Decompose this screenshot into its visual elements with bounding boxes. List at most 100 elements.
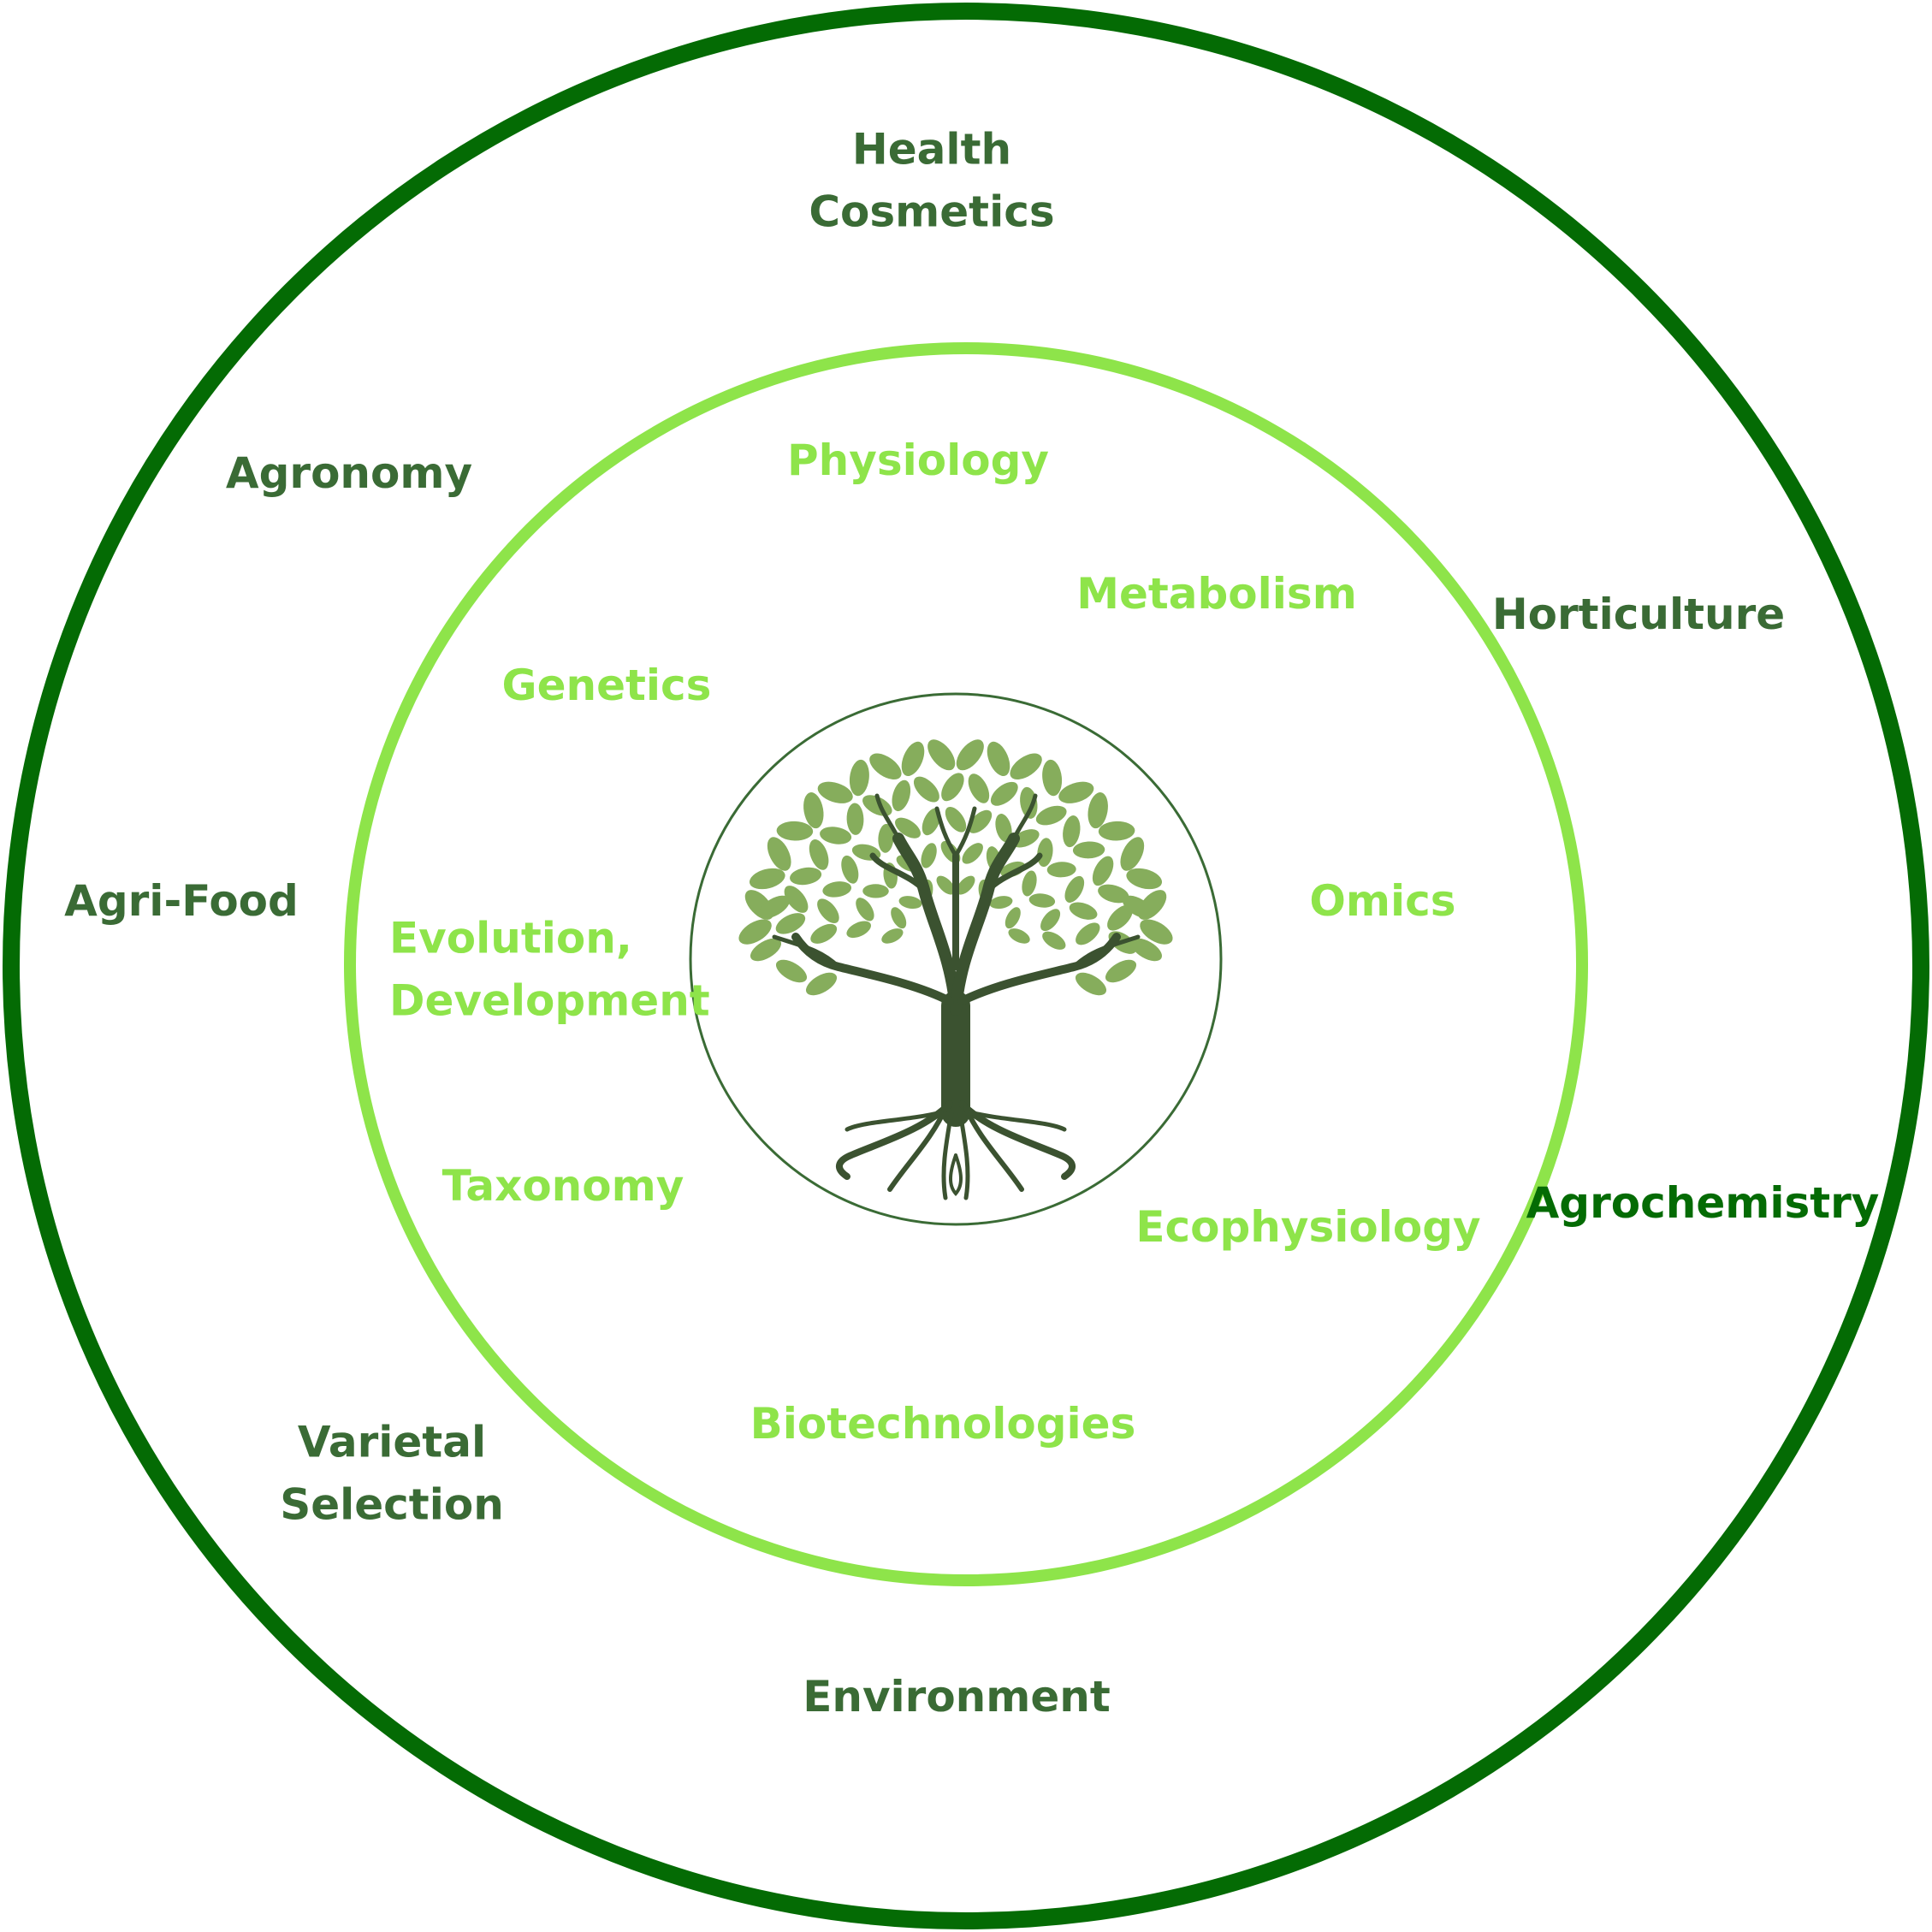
tree-leaf: [1076, 922, 1100, 945]
tree-leaf: [962, 843, 983, 864]
tree-leaf: [895, 817, 921, 839]
tree-leaf: [775, 959, 808, 983]
tree-leaf: [750, 938, 782, 962]
tree-leaf: [892, 779, 911, 812]
tree-leaf: [1092, 856, 1114, 886]
tree-leaf: [1107, 904, 1133, 931]
tree-leaf: [1069, 902, 1098, 920]
tree-leaf: [1042, 931, 1066, 950]
tree-leaf: [1126, 868, 1163, 890]
tree-leaf: [809, 839, 829, 870]
label-ecophysiology: Ecophysiology: [1135, 1201, 1481, 1252]
tree-leaf: [856, 898, 874, 922]
tree-roots: [836, 1100, 1076, 1200]
label-agri-food: Agri-Food: [64, 875, 299, 926]
tree-leaf: [1105, 959, 1137, 983]
tree-leaf: [968, 773, 990, 803]
tree-leaf: [1010, 753, 1042, 780]
tree-leaf: [869, 753, 902, 780]
tree-leaf: [927, 739, 956, 771]
tree-leaf: [758, 895, 791, 919]
label-physiology: Physiology: [787, 435, 1049, 485]
tree-leaf: [968, 809, 993, 833]
tree-leaf: [1075, 972, 1107, 996]
label-health: Health: [851, 124, 1012, 175]
tree-leaf: [987, 741, 1010, 777]
tree-leaf: [898, 896, 922, 910]
tree-leaf: [921, 843, 937, 868]
label-evolution-development: Evolution, Development: [389, 908, 710, 1032]
tree-leaf: [956, 875, 975, 895]
label-genetics: Genetics: [501, 660, 712, 710]
tree-leaf: [846, 803, 864, 835]
tree-leaf: [784, 886, 809, 913]
tree-leaf: [1064, 875, 1085, 903]
tree-leaf: [901, 741, 925, 777]
tree-leaf: [849, 759, 869, 797]
tree-leaf: [956, 739, 984, 771]
label-health-cosmetics: Health Cosmetics: [809, 119, 1054, 243]
tree-leaf: [862, 884, 889, 898]
tree-leaf: [805, 972, 838, 996]
label-omics: Omics: [1309, 875, 1456, 926]
tree-leaf: [846, 921, 871, 939]
tree-leaf: [881, 928, 904, 944]
tree-leaf: [1020, 786, 1038, 819]
label-taxonomy: Taxonomy: [442, 1160, 684, 1211]
tree-leaf: [1140, 919, 1173, 945]
tree-leaf: [841, 855, 859, 884]
tree-leaf: [1035, 805, 1067, 826]
label-development: Development: [389, 975, 710, 1025]
tree-leaf: [1022, 870, 1037, 897]
inner-ring: [344, 342, 1588, 1586]
tree-leaf: [817, 781, 853, 803]
tree-leaf: [817, 898, 839, 924]
tree-leaf: [738, 919, 772, 945]
tree-leaf: [891, 907, 907, 929]
tree-leaf: [749, 868, 785, 890]
label-selection: Selection: [280, 1479, 504, 1529]
center-ring: [689, 692, 1223, 1226]
tree-leaf: [990, 781, 1018, 806]
label-agronomy: Agronomy: [225, 447, 473, 498]
tree-leaf: [1122, 895, 1154, 919]
tree-leaf: [767, 837, 791, 871]
tree-leaf: [1130, 938, 1163, 962]
label-varietal-selection: Varietal Selection: [280, 1412, 504, 1536]
tree-leaf: [922, 808, 941, 836]
tree-leaf: [1042, 759, 1063, 797]
label-evolution: Evolution,: [389, 913, 632, 963]
tree-leaf: [775, 913, 806, 934]
tree-leaf: [803, 792, 824, 829]
tree-leaf: [936, 875, 956, 895]
label-cosmetics: Cosmetics: [809, 187, 1055, 236]
tree-leaf: [776, 821, 814, 841]
tree-leaf: [913, 776, 939, 803]
tree-leaf: [820, 827, 852, 845]
label-agrochemistry: Agrochemistry: [1526, 1177, 1880, 1228]
tree-leaf: [1063, 815, 1081, 848]
tree-leaf: [1008, 928, 1030, 944]
tree-leaf: [1037, 838, 1053, 868]
tree-leaf: [1120, 837, 1145, 871]
tree-leaf: [790, 867, 822, 886]
tree-leaf: [1058, 781, 1094, 803]
label-varietal: Varietal: [297, 1417, 487, 1467]
tree-leaf: [1028, 893, 1056, 908]
outer-ring: [3, 3, 1929, 1929]
tree-leaf: [1005, 907, 1021, 929]
label-environment: Environment: [803, 1671, 1111, 1722]
label-horticulture: Horticulture: [1491, 589, 1786, 639]
tree-trunk: [772, 793, 1141, 1127]
tree-leaf: [995, 814, 1012, 843]
label-biotechnologies: Biotechnologies: [750, 1398, 1136, 1449]
tree-of-life-icon: [738, 739, 1173, 1200]
tree-leaf: [810, 923, 838, 944]
tree-leaf: [945, 806, 967, 833]
tree-leaf: [1046, 862, 1076, 878]
tree-leaf: [1098, 884, 1129, 904]
tree-leaf: [1098, 821, 1135, 841]
tree-leaf: [1072, 841, 1105, 859]
tree-leaf: [822, 881, 852, 898]
